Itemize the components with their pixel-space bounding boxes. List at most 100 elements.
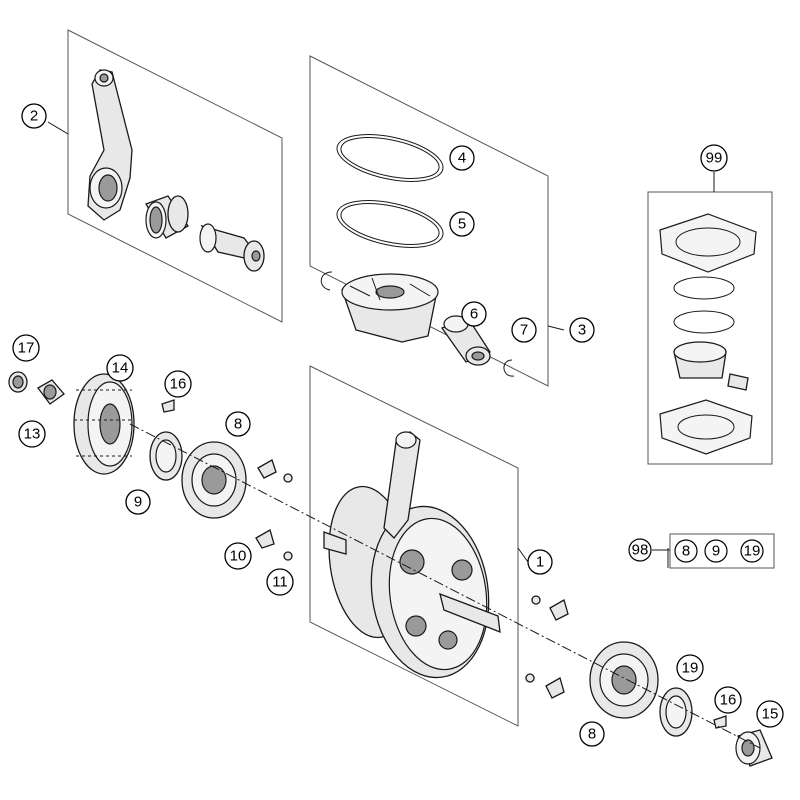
conrod-panel	[67, 29, 283, 323]
kit-98-item-8: 8	[682, 543, 690, 560]
callout-circle	[449, 211, 475, 237]
callout-label: 14	[112, 360, 129, 377]
callout-label: 2	[30, 108, 38, 125]
crank-pin	[199, 223, 265, 272]
bearing-retainer-lower	[255, 529, 293, 561]
bearing-retainer-right-upper	[531, 595, 569, 621]
callout-c2: 2	[21, 103, 47, 129]
callout-circle	[225, 411, 251, 437]
callout-c5: 5	[449, 211, 475, 237]
callout-label: 5	[458, 216, 466, 233]
connecting-rod	[87, 69, 133, 221]
woodruff-key-right	[713, 715, 727, 729]
callout-c9: 9	[125, 489, 151, 515]
kit-98-item-19: 19	[744, 543, 761, 560]
callout-label: 10	[230, 548, 247, 565]
callout-circle	[569, 317, 595, 343]
callout-c99: 99	[700, 144, 728, 172]
callout-c11: 11	[266, 568, 294, 596]
kit-98-box: 98 8 9 19	[628, 533, 775, 569]
bearing-bushing	[145, 195, 189, 239]
primary-gear	[73, 373, 135, 475]
callout-label: 16	[170, 376, 187, 393]
callout-circle	[461, 301, 487, 327]
callout-circle	[21, 103, 47, 129]
callout-circle	[511, 317, 537, 343]
callout-label: 16	[720, 692, 737, 709]
callout-label: 15	[762, 706, 779, 723]
piston-ring-top	[336, 134, 444, 182]
assembly-axis	[129, 423, 761, 749]
kit-ring-top	[673, 276, 735, 300]
shaft-seal	[149, 431, 183, 481]
callout-c16a: 16	[164, 370, 192, 398]
kit-ring-second	[673, 310, 735, 334]
bearing-retainer-upper	[257, 459, 293, 483]
main-bearing-right	[589, 641, 659, 719]
callout-circle	[224, 542, 252, 570]
callout-c19: 19	[676, 654, 704, 682]
callout-label: 19	[682, 660, 699, 677]
callout-circle	[676, 654, 704, 682]
callout-c3: 3	[569, 317, 595, 343]
callout-circle	[18, 420, 46, 448]
gasket-kit-panel	[647, 172, 773, 465]
head-gasket	[659, 213, 757, 273]
nut	[37, 379, 65, 405]
crankshaft-panel	[309, 365, 519, 727]
bearing-retainer-right-lower	[525, 673, 565, 699]
kit-98-item-9: 9	[712, 543, 720, 560]
piston-clip-left	[320, 271, 333, 291]
base-gasket	[659, 399, 753, 455]
callout-c4: 4	[449, 145, 475, 171]
callout-c6: 6	[461, 301, 487, 327]
callout-label: 7	[520, 322, 528, 339]
shaft-seal-right	[659, 687, 693, 737]
callout-c13: 13	[18, 420, 46, 448]
timing-gear	[735, 729, 773, 767]
callout-c14: 14	[106, 354, 134, 382]
callout-label: 99	[706, 150, 723, 167]
callout-circle	[449, 145, 475, 171]
kit-piston	[673, 341, 727, 379]
piston	[341, 273, 439, 343]
callout-circle	[527, 549, 553, 575]
callout-label: 17	[18, 340, 35, 357]
callout-c7: 7	[511, 317, 537, 343]
callout-c8b: 8	[579, 721, 605, 747]
callout-circle	[106, 354, 134, 382]
callout-circle	[700, 144, 728, 172]
callout-label: 4	[458, 150, 466, 167]
callout-label: 3	[578, 322, 586, 339]
piston-panel	[309, 55, 549, 387]
callout-label: 9	[134, 494, 142, 511]
callout-c10: 10	[224, 542, 252, 570]
callout-circle	[164, 370, 192, 398]
callout-c17: 17	[12, 334, 40, 362]
callout-label: 11	[272, 574, 288, 591]
callout-c1: 1	[527, 549, 553, 575]
callout-circle	[714, 686, 742, 714]
callout-c8a: 8	[225, 411, 251, 437]
piston-clip-right	[503, 359, 515, 377]
callout-label: 6	[470, 306, 478, 323]
callout-c15: 15	[756, 700, 784, 728]
main-bearing-left	[181, 441, 247, 519]
callout-circle	[125, 489, 151, 515]
kit-piston-pin	[727, 373, 749, 391]
callout-layer: 1 2 3 4 5 6 7 8 8 9 10 11 13 14 15 16 16 17 19 99	[12, 103, 784, 747]
seal-ring	[8, 371, 28, 393]
piston-ring-second	[336, 200, 444, 248]
callout-c16b: 16	[714, 686, 742, 714]
piston-pin	[440, 315, 491, 366]
callout-circle	[756, 700, 784, 728]
callout-circle	[12, 334, 40, 362]
woodruff-key-left	[161, 399, 175, 413]
callout-label: 1	[536, 554, 544, 571]
callout-label: 13	[24, 426, 41, 443]
crankshaft	[323, 431, 501, 679]
callout-circle	[266, 568, 294, 596]
kit-98-label: 98	[632, 542, 649, 559]
callout-label: 8	[588, 726, 596, 743]
callout-circle	[579, 721, 605, 747]
